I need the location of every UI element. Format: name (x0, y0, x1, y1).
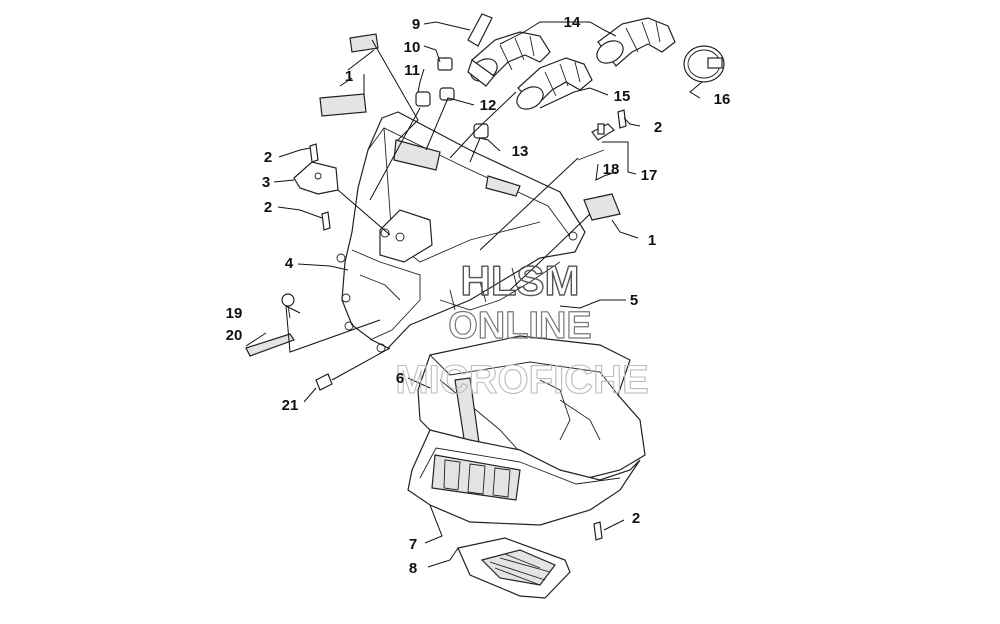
filter-base-frame (407, 429, 641, 526)
callout-15: 15 (614, 88, 631, 105)
watermark-line2: ONLINE (448, 305, 592, 347)
grommet-11 (415, 91, 431, 107)
callout-18: 18 (603, 161, 620, 178)
grommet-12 (439, 87, 455, 101)
intake-duct-right (516, 57, 593, 110)
push-rivet (281, 293, 295, 319)
mount-bracket (293, 161, 339, 195)
drain-valve (577, 123, 615, 161)
clip (315, 373, 333, 391)
callout-17: 17 (641, 167, 658, 184)
hose-clamp (683, 45, 725, 83)
leader-lines (245, 21, 703, 568)
callout-11: 11 (404, 62, 420, 79)
screw-2b (321, 211, 331, 231)
callout-1-right: 1 (648, 232, 656, 249)
watermark: HLSM ONLINE MICROFICHE (395, 256, 649, 402)
callout-21: 21 (282, 397, 299, 414)
callout-1-upper: 1 (345, 68, 353, 85)
foam-pad-right (583, 193, 621, 221)
rubber-sleeve (467, 13, 493, 47)
callout-10: 10 (404, 39, 421, 56)
watermark-line3: MICROFICHE (395, 358, 648, 402)
callout-20: 20 (226, 327, 243, 344)
upper-airbox-housing (336, 111, 586, 353)
callout-2-mid-left: 2 (264, 199, 272, 216)
callout-4: 4 (285, 255, 294, 272)
callout-7: 7 (409, 536, 417, 553)
grommet-13 (473, 123, 489, 139)
callout-2-top-left: 2 (264, 149, 272, 166)
screw-2d (593, 521, 603, 541)
callout-19: 19 (226, 305, 243, 322)
callout-9: 9 (412, 16, 420, 33)
intake-boot-14 (596, 17, 676, 67)
strap (245, 333, 295, 357)
callout-13: 13 (512, 143, 529, 160)
callout-8: 8 (409, 560, 417, 577)
intake-duct-left (467, 31, 551, 87)
grommet-10 (437, 57, 453, 71)
watermark-line1: HLSM (461, 257, 580, 304)
callout-5: 5 (630, 292, 638, 309)
screw-2a (309, 143, 319, 163)
screw-2c (617, 109, 627, 129)
callout-6: 6 (396, 370, 404, 387)
callout-16: 16 (714, 91, 731, 108)
callout-12: 12 (480, 97, 497, 114)
callout-labels: 1 1 2 2 2 2 3 4 5 6 7 8 9 10 11 12 13 14… (226, 14, 731, 577)
foam-pad-upper-a (349, 33, 379, 53)
filter-screen (457, 537, 571, 599)
callout-2-top-right: 2 (654, 119, 662, 136)
callout-2-bottom-right: 2 (632, 510, 640, 527)
callout-3: 3 (262, 174, 270, 191)
foam-pad-upper-b (319, 93, 367, 117)
callout-14: 14 (564, 14, 581, 31)
